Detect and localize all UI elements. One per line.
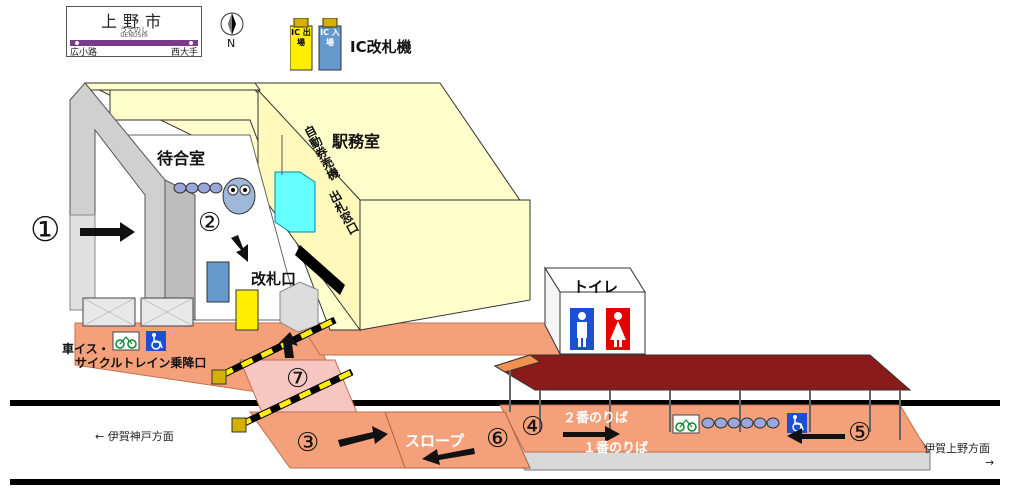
wheelchair-icon (787, 413, 807, 433)
platform-1-label: １番のりば (583, 441, 649, 456)
platform-2-label: ２番のりば (563, 411, 629, 426)
wheelchair-boarding-label-1: 車イス・ (62, 342, 110, 356)
seat-icon (173, 182, 223, 194)
station-kana: うえのし (120, 26, 148, 34)
station-name-sign: 上野市 うえのし UENOSHI 広小路 西大手 (66, 6, 202, 58)
direction-igaueno-arrow: → (985, 456, 995, 469)
prev-station: 広小路 (70, 48, 98, 58)
rail-bottom (10, 479, 1000, 485)
ic-gate-icon (289, 17, 344, 76)
ic-gate-icon (206, 261, 259, 331)
direction-igaueno: 伊賀上野方面 (924, 442, 990, 455)
marker-2: ② (198, 208, 222, 238)
direction-ighakambe: ← 伊賀神戸方面 (95, 430, 174, 443)
legend-exit-label: IC 出場 (291, 28, 311, 47)
slope (384, 411, 531, 469)
marker-7: ⑦ (286, 364, 310, 394)
building-front-wall (359, 199, 531, 331)
marker-5: ⑤ (848, 418, 872, 448)
male-toilet-icon (577, 312, 587, 347)
line-color-bar (70, 40, 198, 46)
gate-box (279, 281, 319, 333)
legend-entry-label: IC 入場 (320, 28, 340, 47)
station-name: 上野市 (100, 12, 167, 31)
bicycle-icon (672, 414, 700, 434)
station-romaji: UENOSHI (120, 32, 148, 39)
arrow-icon (80, 222, 845, 465)
compass-north-label: N (227, 37, 236, 50)
platform-roof (493, 354, 912, 440)
next-station: 西大手 (170, 48, 198, 58)
wheelchair-icon (146, 331, 166, 351)
marker-3: ③ (296, 428, 320, 458)
slope-label: スロープ (405, 432, 465, 450)
crossing-barrier (211, 316, 354, 433)
toilet-building (544, 266, 646, 355)
ticket-window (295, 245, 345, 295)
station-office-label: 駅務室 (332, 132, 381, 151)
legend-ic-gate-text: IC改札機 (350, 38, 412, 56)
marker-1: ① (30, 210, 61, 250)
waiting-room-label: 待合室 (157, 149, 206, 168)
fence (82, 297, 194, 327)
wheelchair-boarding-label-2: サイクルトレイン乗降口 (75, 356, 207, 370)
compass-icon: N (219, 10, 245, 50)
bicycle-icon (112, 331, 140, 351)
marker-4: ④ (521, 412, 545, 442)
seat-icon (701, 417, 780, 429)
toilet-label: トイレ (573, 278, 619, 296)
rail-top (10, 400, 1000, 406)
marker-6: ⑥ (486, 424, 510, 454)
ticket-machine (274, 171, 316, 233)
ticket-gate-label: 改札口 (251, 270, 297, 288)
mascot-owl-icon (222, 177, 256, 215)
female-toilet-icon (610, 312, 626, 347)
